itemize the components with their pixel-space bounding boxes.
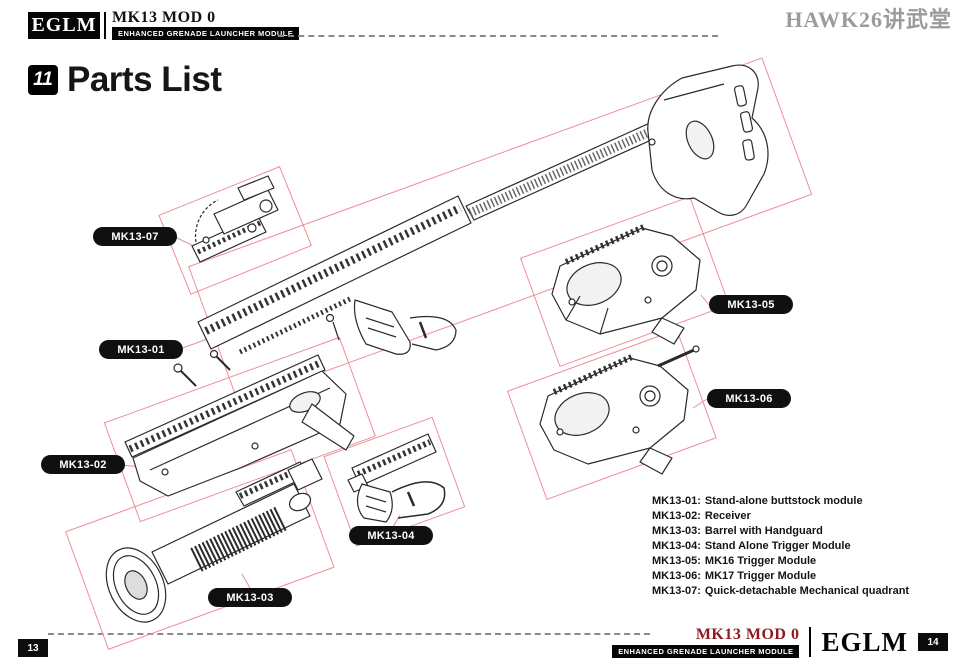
footer-eglm-logo: EGLM	[821, 626, 908, 657]
part-label-mk13-05: MK13-05	[709, 295, 793, 314]
part-label-mk13-06: MK13-06	[707, 389, 791, 408]
header-dashed-line	[278, 35, 718, 37]
footer-model-title: MK13 MOD 0	[695, 626, 800, 643]
part-desc: Quick-detachable Mechanical quadrant	[704, 585, 910, 597]
section-title-text: Parts List	[67, 60, 222, 99]
parts-list-item: MK13-02:Receiver	[652, 509, 909, 524]
part-art-trigger-module	[347, 433, 446, 523]
part-code: MK13-02:	[652, 510, 701, 522]
footer-right-block: MK13 MOD 0 ENHANCED GRENADE LAUNCHER MOD…	[612, 626, 948, 658]
parts-list: MK13-01:Stand-alone buttstock module MK1…	[652, 494, 909, 599]
parts-list-item: MK13-01:Stand-alone buttstock module	[652, 494, 909, 509]
part-desc: MK16 Trigger Module	[704, 555, 817, 567]
part-art-buttstock-module	[197, 64, 769, 355]
part-art-mk17-trigger-module	[539, 345, 700, 475]
part-label-mk13-01: MK13-01	[99, 340, 183, 359]
parts-list-item: MK13-03:Barrel with Handguard	[652, 524, 909, 539]
parts-list-item: MK13-06:MK17 Trigger Module	[652, 569, 909, 584]
page-number-left: 13	[18, 639, 48, 657]
part-desc: Receiver	[704, 510, 751, 522]
header-divider	[104, 12, 106, 39]
part-desc: Stand Alone Trigger Module	[704, 540, 851, 552]
parts-list-item: MK13-04:Stand Alone Trigger Module	[652, 539, 909, 554]
footer-dashed-line	[48, 633, 650, 635]
footer-model-block: MK13 MOD 0 ENHANCED GRENADE LAUNCHER MOD…	[612, 626, 800, 658]
part-label-mk13-02: MK13-02	[41, 455, 125, 474]
header-model-title: MK13 MOD 0	[112, 9, 216, 26]
part-art-mk16-trigger-module	[551, 223, 701, 345]
watermark-text: HAWK26讲武堂	[785, 7, 952, 32]
header-module-subtitle: ENHANCED GRENADE LAUNCHER MODULE	[112, 27, 300, 40]
footer-divider	[809, 627, 812, 657]
eglm-logo: EGLM	[28, 12, 100, 39]
part-art-barrel-handguard	[105, 458, 323, 623]
page-title: 11 Parts List	[28, 60, 222, 100]
part-label-mk13-07: MK13-07	[93, 227, 177, 246]
part-desc: Stand-alone buttstock module	[704, 495, 863, 507]
part-label-mk13-03: MK13-03	[208, 588, 292, 607]
part-desc: MK17 Trigger Module	[704, 570, 817, 582]
part-code: MK13-01:	[652, 495, 701, 507]
part-art-receiver	[124, 349, 355, 497]
footer-module-subtitle: ENHANCED GRENADE LAUNCHER MODULE	[612, 645, 800, 658]
page-number-right: 14	[918, 633, 948, 651]
part-code: MK13-05:	[652, 555, 701, 567]
part-code: MK13-04:	[652, 540, 701, 552]
parts-list-item: MK13-07:Quick-detachable Mechanical quad…	[652, 584, 909, 599]
part-code: MK13-07:	[652, 585, 701, 597]
parts-list-item: MK13-05:MK16 Trigger Module	[652, 554, 909, 569]
part-desc: Barrel with Handguard	[704, 525, 823, 537]
section-number-badge: 11	[28, 65, 58, 95]
part-label-mk13-04: MK13-04	[349, 526, 433, 545]
part-code: MK13-06:	[652, 570, 701, 582]
part-art-quadrant-sight	[191, 175, 279, 263]
part-code: MK13-03:	[652, 525, 701, 537]
